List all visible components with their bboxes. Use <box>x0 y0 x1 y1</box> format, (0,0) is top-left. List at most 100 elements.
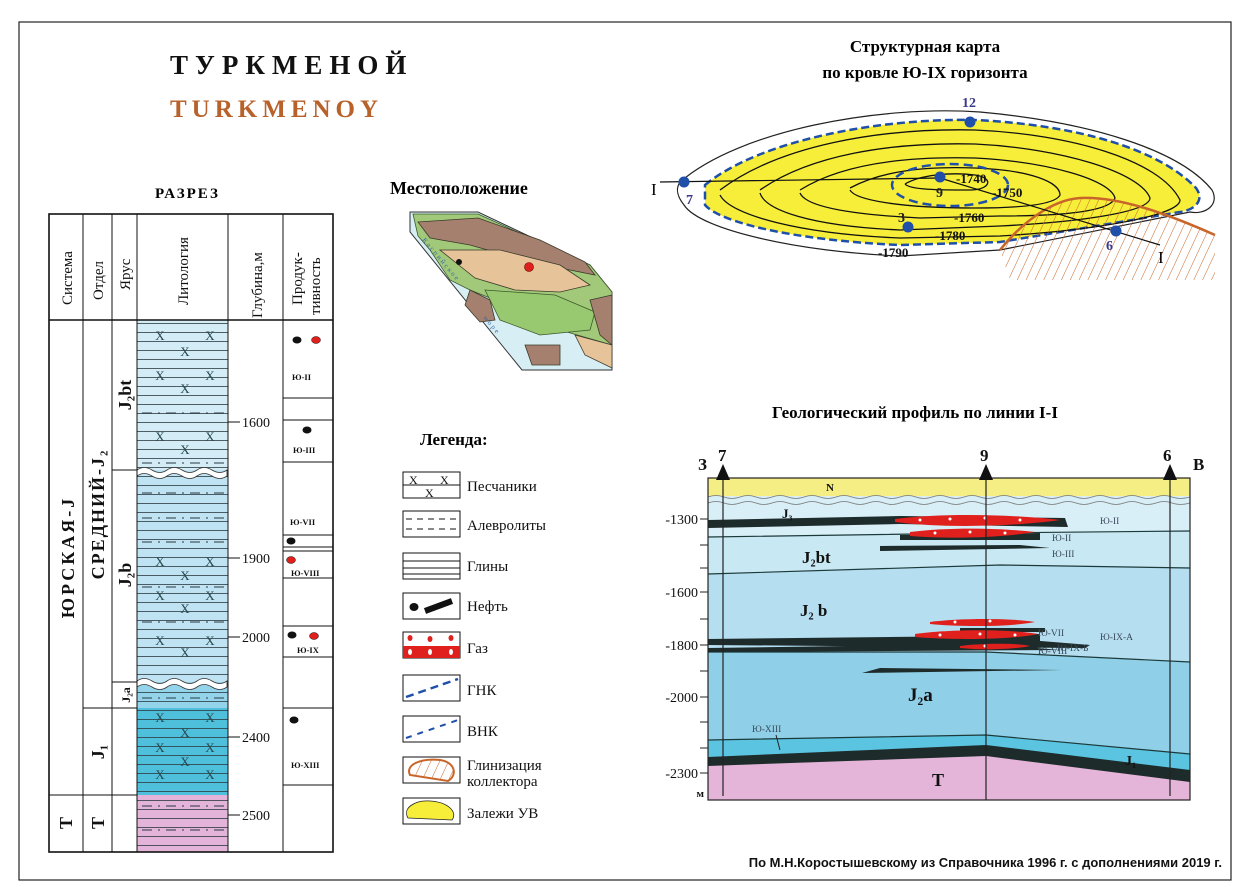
wells <box>678 116 1122 237</box>
division-lower: J₁ <box>88 745 108 759</box>
line-label-left: I <box>651 180 657 199</box>
vnk-line-icon <box>405 719 459 739</box>
horizon-label: Ю-IX <box>297 645 320 655</box>
well-7-marker-icon <box>716 464 730 480</box>
stage-j2bt: J₂bt <box>115 380 135 410</box>
well-6-marker-icon <box>1163 464 1177 480</box>
header-productivity-2: тивность <box>308 257 324 315</box>
horizon-label: Ю-VII <box>1038 629 1064 639</box>
svg-text:X: X <box>155 767 165 782</box>
section-title: РАЗРЕЗ <box>155 186 220 202</box>
layer-label-j3: J₃ <box>782 506 793 521</box>
svg-text:X: X <box>155 328 165 343</box>
depth-label: 1900 <box>242 552 270 567</box>
system-jurassic: ЮРСКАЯ-J <box>58 496 78 619</box>
horizon-label: Ю-VIII <box>291 568 320 578</box>
svg-text:X: X <box>205 429 215 444</box>
horizon-label: Ю-III <box>293 445 316 455</box>
legend-label: Нефть <box>467 599 508 615</box>
well-label: 9 <box>980 446 989 465</box>
svg-text:X: X <box>205 710 215 725</box>
well-label: 7 <box>718 446 727 465</box>
well-3-icon <box>902 221 914 233</box>
horizon-label: Ю-III <box>1052 550 1074 560</box>
horizon-label: Ю-IX-А <box>1100 633 1133 643</box>
svg-text:X: X <box>180 725 190 740</box>
legend-label: Алевролиты <box>467 518 546 534</box>
horizon-label: Ю-II <box>292 372 312 382</box>
well-label: 3 <box>898 211 905 226</box>
stage-j2b: J₂b <box>115 563 135 587</box>
layer-label-t: T <box>932 770 944 790</box>
location-title: Местоположение <box>390 178 528 198</box>
unconformity <box>136 467 228 479</box>
legend-label: Залежи УВ <box>467 806 538 822</box>
svg-text:X: X <box>205 588 215 603</box>
siltstone-marks <box>142 412 225 831</box>
title-en: TURKMENOY <box>170 96 383 123</box>
clay-boundary <box>999 196 1216 251</box>
horizon-label: Ю-II <box>1052 534 1071 544</box>
horizon-label: Ю-VIII <box>1038 647 1067 657</box>
gas-icon <box>309 632 319 640</box>
well-label: 6 <box>1163 446 1172 465</box>
legend-label: коллектора <box>467 774 538 790</box>
svg-text:X: X <box>180 442 190 457</box>
well-label: 12 <box>962 96 976 111</box>
layer-label-j2b: J₂ b <box>800 601 827 620</box>
sandstone-icon: X <box>425 486 434 500</box>
section-units: ЮРСКАЯ-J T СРЕДНИЙ-J₂ J₁ T J₂bt J₂b J₂a <box>56 380 135 829</box>
svg-text:X: X <box>155 588 165 603</box>
contour-label: -1760 <box>954 210 984 225</box>
legend-title: Легенда: <box>420 430 488 449</box>
field-location-marker <box>524 262 534 272</box>
contour-label: -1790 <box>878 245 908 260</box>
depth-label: -2000 <box>665 691 698 706</box>
legend-label: ГНК <box>467 683 498 699</box>
system-triassic: T <box>56 817 76 829</box>
map-title: Структурная карта <box>850 37 1001 56</box>
source-credit: По М.Н.Коростышевскому из Справочника 19… <box>749 855 1222 870</box>
horizon-label: Ю-II <box>1100 517 1119 527</box>
svg-text:X: X <box>155 710 165 725</box>
location-map: Местоположение Каспийское море <box>390 178 613 371</box>
svg-text:X: X <box>205 633 215 648</box>
litho-clay-pattern <box>137 320 228 852</box>
header-system: Система <box>60 251 76 305</box>
map-title-2: по кровле Ю-IX горизонта <box>822 63 1028 82</box>
oil-bed-icon <box>423 598 454 614</box>
svg-text:X: X <box>155 554 165 569</box>
legend-label: Песчаники <box>467 479 537 495</box>
well-6-icon <box>1110 225 1122 237</box>
contour-label: -1740 <box>956 171 986 186</box>
layer-label-j2bt: J₂bt <box>802 548 831 567</box>
clay-zone <box>1000 197 1215 280</box>
svg-text:X: X <box>205 554 215 569</box>
depth-labels: 1600 1900 2000 2400 2500 <box>242 416 270 824</box>
svg-text:X: X <box>180 645 190 660</box>
header-productivity: Продук- <box>290 252 306 305</box>
west-label: З <box>698 455 707 474</box>
section-grid <box>48 213 334 853</box>
legend-label: ВНК <box>467 724 499 740</box>
hc-deposit-icon <box>406 800 455 821</box>
svg-text:X: X <box>409 473 418 487</box>
svg-text:X: X <box>155 740 165 755</box>
svg-text:X: X <box>205 328 215 343</box>
header-division: Отдел <box>91 261 107 300</box>
layer-label-n: N <box>826 482 834 494</box>
depth-label: 2000 <box>242 631 270 646</box>
unconformity <box>136 678 228 690</box>
well-label: 9 <box>936 186 943 201</box>
svg-text:X: X <box>205 767 215 782</box>
oil-icon <box>286 537 296 545</box>
well-7-icon <box>678 176 690 188</box>
layer-label-j1: J₁ <box>1125 754 1136 769</box>
title-ru: ТУРКМЕНОЙ <box>170 50 413 80</box>
structural-map: Структурная карта по кровле Ю-IX горизон… <box>651 37 1216 280</box>
section-headers: Система Отдел Ярус Литология Глубина,м П… <box>60 237 324 318</box>
header-lithology: Литология <box>176 237 192 305</box>
depth-label: -1300 <box>665 513 698 528</box>
gas-icon <box>286 556 296 564</box>
